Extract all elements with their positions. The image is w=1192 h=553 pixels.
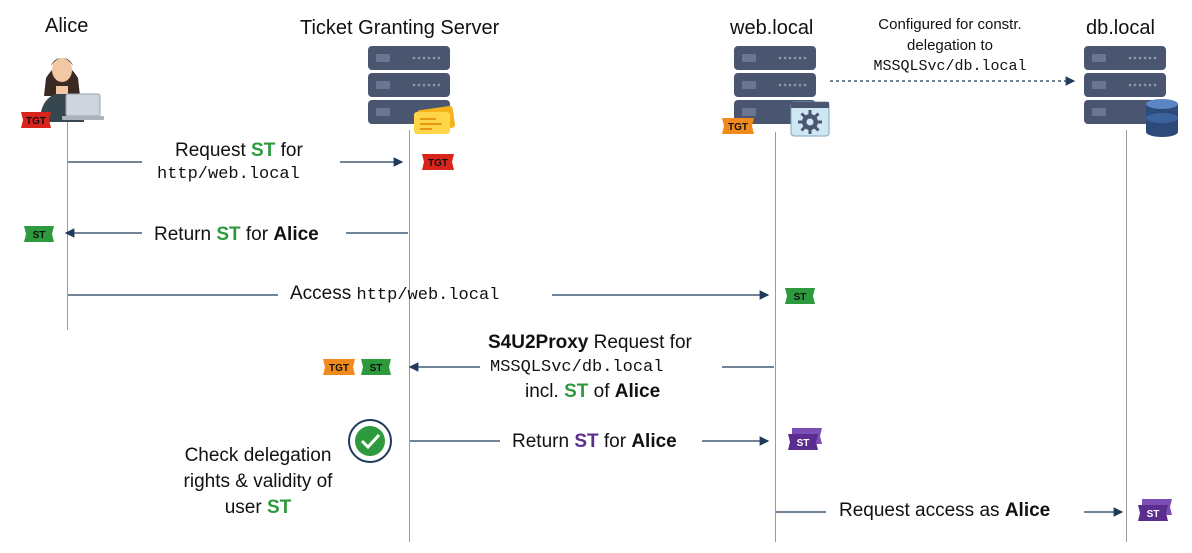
alice-tgt-ticket: TGT — [19, 110, 53, 135]
ticket-label: ST — [797, 438, 810, 449]
tgs-received-tgt-ticket: TGT — [420, 152, 456, 177]
lifeline-web — [775, 132, 776, 542]
msg-request-st: Request ST for — [175, 140, 303, 161]
delegation-note: Configured for constr. delegation to MSS… — [840, 14, 1060, 77]
ticket-label: TGT — [728, 122, 748, 133]
db-purple-st-ticket: ST — [1136, 499, 1174, 530]
web-tgt-ticket: TGT — [720, 116, 756, 141]
msg-s4u2proxy-spn: MSSQLSvc/db.local — [490, 358, 664, 377]
lifeline-tgs — [409, 130, 410, 542]
ticket-label: ST — [33, 230, 46, 241]
msg-s4u2proxy: S4U2Proxy Request for — [488, 332, 692, 353]
ticket-label: TGT — [428, 158, 448, 169]
s4u-tgt-ticket: TGT — [321, 357, 357, 382]
msg-return-st: Return ST for Alice — [154, 224, 319, 245]
msg-request-access: Request access as Alice — [839, 500, 1051, 521]
actor-web-label: web.local — [730, 17, 814, 39]
check-circle-icon — [348, 419, 392, 463]
s4u-st-ticket: ST — [359, 357, 393, 382]
db-server-icon — [1084, 46, 1166, 124]
web-server-icon — [734, 46, 816, 124]
web-st-ticket: ST — [783, 286, 817, 311]
msg-access-web: Access http/web.local — [290, 283, 500, 305]
alice-st-ticket: ST — [22, 224, 56, 249]
ticket-label: TGT — [329, 363, 349, 374]
ticket-label: ST — [1147, 509, 1160, 520]
msg-s4u2proxy-incl: incl. ST of Alice — [525, 381, 661, 402]
msg-return-st-purple: Return ST for Alice — [512, 431, 677, 452]
lifeline-db — [1126, 130, 1127, 542]
gear-icon — [790, 101, 830, 137]
alice-person-icon — [40, 58, 104, 122]
tgs-ticket-icon — [414, 105, 455, 134]
database-icon — [1146, 99, 1178, 137]
ticket-label: ST — [370, 363, 383, 374]
msg-request-st-spn: http/web.local — [157, 165, 300, 184]
web-purple-st-ticket: ST — [786, 428, 824, 459]
note-line-2: delegation to — [907, 37, 993, 54]
check-delegation-text: Check delegation rights & validity of us… — [183, 445, 333, 518]
actor-db-label: db.local — [1086, 17, 1155, 39]
lifeline-alice — [67, 122, 68, 330]
note-spn: MSSQLSvc/db.local — [873, 58, 1027, 75]
actor-alice-label: Alice — [45, 15, 89, 37]
ticket-label: ST — [794, 292, 807, 303]
ticket-label: TGT — [26, 116, 46, 127]
actor-tgs-label: Ticket Granting Server — [300, 17, 500, 39]
note-line-1: Configured for constr. — [878, 16, 1022, 33]
